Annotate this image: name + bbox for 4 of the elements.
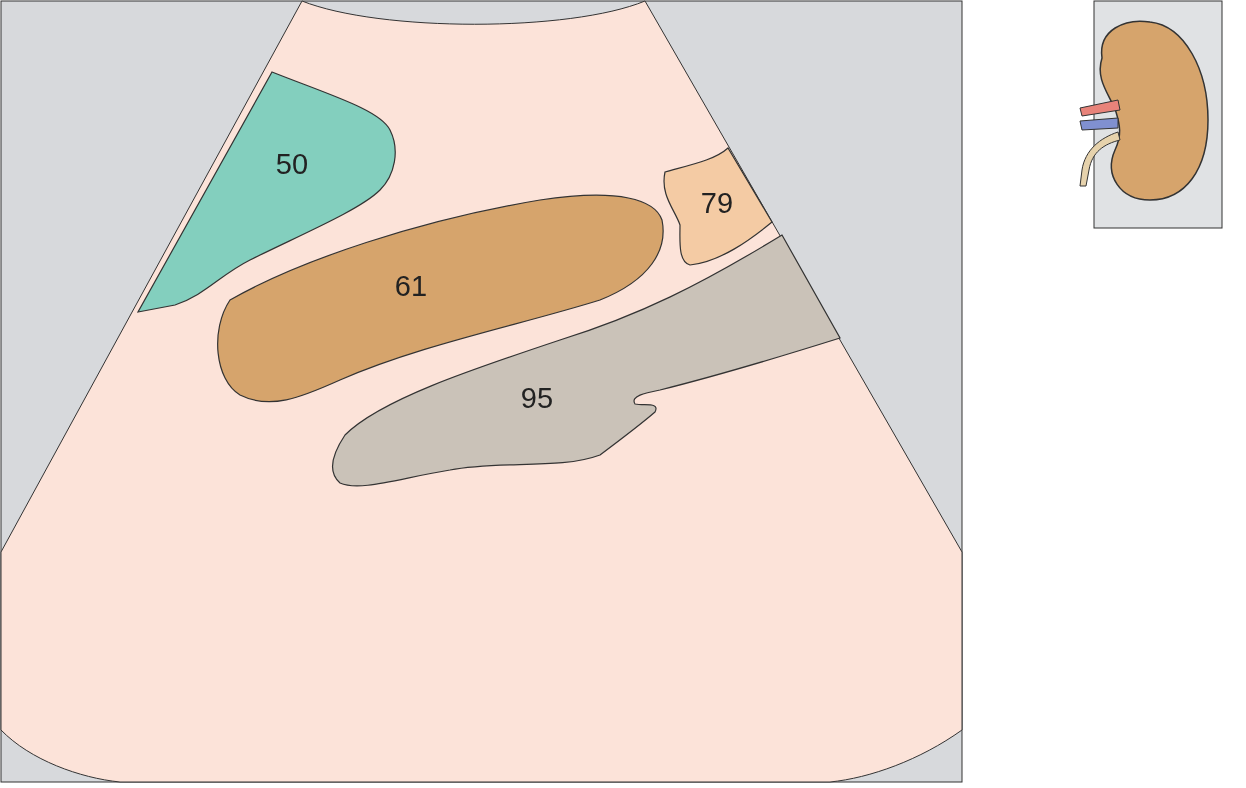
region-number: 50 xyxy=(275,147,309,181)
region-number: 95 xyxy=(520,381,554,415)
region-number: 61 xyxy=(394,269,428,303)
region-number: 79 xyxy=(700,186,734,220)
